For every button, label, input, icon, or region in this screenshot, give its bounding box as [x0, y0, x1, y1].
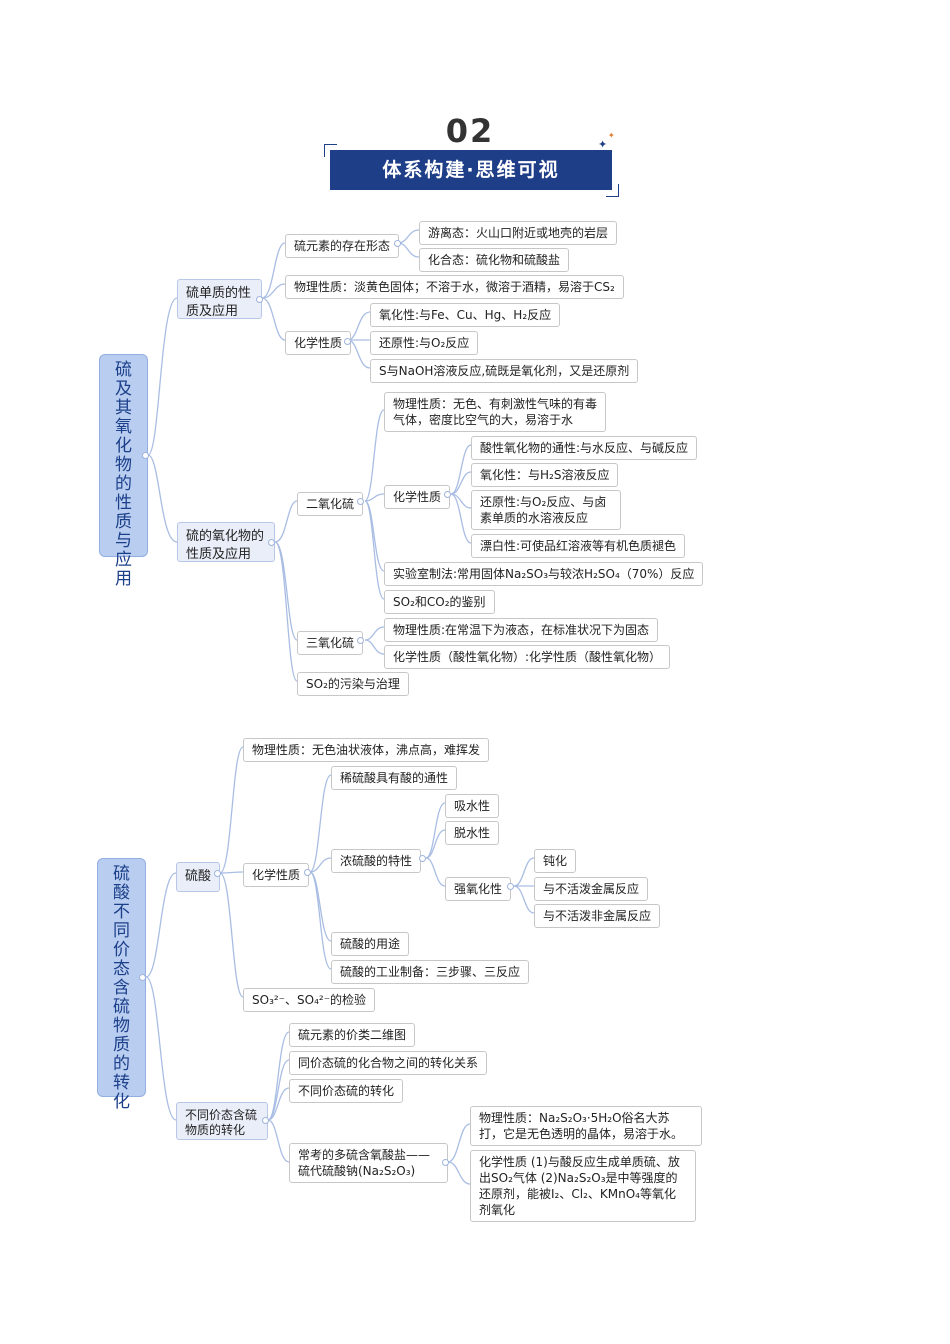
node-strong-oxid[interactable]: 强氧化性	[445, 877, 512, 901]
node-thio-chemical[interactable]: 化学性质 (1)与酸反应生成单质硫、放出SO₂气体 (2)Na₂S₂O₃是中等强…	[470, 1150, 696, 1222]
node-free-state[interactable]: 游离态：火山口附近或地壳的岩层	[419, 221, 618, 245]
collapse-dot[interactable]	[344, 338, 351, 345]
collapse-dot[interactable]	[394, 240, 401, 247]
collapse-dot[interactable]	[304, 869, 311, 876]
node-acidic-oxide[interactable]: 酸性氧化物的通性:与水反应、与碱反应	[471, 436, 698, 460]
branch-label: 硫的氧化物的性质及应用	[186, 529, 265, 562]
node-so2-reducing[interactable]: 还原性:与O₂反应、与卤素单质的水溶液反应	[471, 490, 621, 530]
node-valence-diagram[interactable]: 硫元素的价类二维图	[289, 1023, 416, 1047]
section-title: 体系构建·思维可视	[330, 150, 612, 190]
collapse-dot[interactable]	[444, 491, 451, 498]
node-bleaching[interactable]: 漂白性:可使品红溶液等有机色质褪色	[471, 534, 686, 558]
node-so2-physical[interactable]: 物理性质：无色、有刺激性气味的有毒气体，密度比空气的大，易溶于水	[384, 392, 606, 432]
sparkle-icon: ✦	[598, 138, 608, 151]
node-so3-physical[interactable]: 物理性质:在常温下为液态，在标准状况下为固态	[384, 618, 659, 642]
node-metal-reaction[interactable]: 与不活泼金属反应	[534, 877, 649, 901]
node-conc-acid[interactable]: 浓硫酸的特性	[331, 849, 422, 873]
node-acid-industry[interactable]: 硫酸的工业制备：三步骤、三反应	[331, 960, 530, 984]
sparkle-icon-small: ✦	[608, 131, 615, 140]
node-so2-pollution[interactable]: SO₂的污染与治理	[297, 672, 409, 696]
node-lab-prep[interactable]: 实验室制法:常用固体Na₂SO₃与较浓H₂SO₄（70%）反应	[384, 562, 704, 586]
node-combined-state[interactable]: 化合态：硫化物和硫酸盐	[419, 248, 570, 272]
node-so2-chemical[interactable]: 化学性质	[384, 485, 451, 509]
collapse-dot[interactable]	[419, 855, 426, 862]
branch-label: 不同价态含硫物质的转化	[185, 1108, 258, 1137]
node-dilute-acid[interactable]: 稀硫酸具有酸的通性	[331, 766, 458, 790]
node-thio-physical-text: 物理性质：Na₂S₂O₃·5H₂O俗名大苏打，它是无色透明的晶体，易溶于水。	[479, 1111, 684, 1141]
collapse-dot[interactable]	[262, 1117, 269, 1124]
node-reducing[interactable]: 还原性:与O₂反应	[370, 331, 479, 355]
collapse-dot[interactable]	[268, 539, 275, 546]
node-so3-chemical[interactable]: 化学性质（酸性氧化物）:化学性质（酸性氧化物）	[384, 645, 671, 669]
section-number: 02	[445, 112, 495, 150]
collapse-dot[interactable]	[507, 883, 514, 890]
collapse-dot[interactable]	[357, 498, 364, 505]
node-naoh-reaction[interactable]: S与NaOH溶液反应,硫既是氧化剂，又是还原剂	[370, 359, 639, 383]
collapse-dot[interactable]	[357, 637, 364, 644]
node-oxidizing[interactable]: 氧化性:与Fe、Cu、Hg、H₂反应	[370, 303, 561, 327]
node-thiosulfate-text: 常考的多硫含氧酸盐——硫代硫酸钠(Na₂S₂O₃)	[298, 1148, 431, 1178]
map2-root[interactable]: 硫酸 不同价态含硫物质的转化	[97, 858, 146, 1112]
branch-sulfur-element[interactable]: 硫单质的性质及应用	[177, 279, 262, 319]
map2-root-label: 硫酸 不同价态含硫物质的转化	[113, 864, 130, 1112]
node-acid-physical[interactable]: 物理性质：无色油状液体，沸点高，难挥发	[243, 738, 490, 762]
branch-sulfur-oxides[interactable]: 硫的氧化物的性质及应用	[177, 522, 275, 562]
node-so2-co2-identify[interactable]: SO₂和CO₂的鉴别	[384, 590, 495, 614]
node-so2-reducing-text: 还原性:与O₂反应、与卤素单质的水溶液反应	[480, 495, 607, 525]
collapse-dot[interactable]	[142, 452, 149, 459]
node-acid-chemical[interactable]: 化学性质	[243, 863, 310, 887]
node-dehydrate[interactable]: 脱水性	[445, 821, 500, 845]
collapse-dot[interactable]	[256, 296, 263, 303]
node-thio-physical[interactable]: 物理性质：Na₂S₂O₃·5H₂O俗名大苏打，它是无色透明的晶体，易溶于水。	[470, 1106, 702, 1146]
map1-root[interactable]: 硫及其氧化物的性质与应用	[99, 354, 148, 589]
node-so2[interactable]: 二氧化硫	[297, 492, 364, 516]
collapse-dot[interactable]	[214, 870, 221, 877]
collapse-dot[interactable]	[139, 974, 146, 981]
node-diff-valence[interactable]: 不同价态硫的转化	[289, 1079, 404, 1103]
node-thio-chemical-text: 化学性质 (1)与酸反应生成单质硫、放出SO₂气体 (2)Na₂S₂O₃是中等强…	[479, 1155, 680, 1217]
node-acid-use[interactable]: 硫酸的用途	[331, 932, 410, 956]
node-exist-form[interactable]: 硫元素的存在形态	[285, 234, 400, 258]
node-nonmetal-reaction[interactable]: 与不活泼非金属反应	[534, 904, 661, 928]
map1-root-label: 硫及其氧化物的性质与应用	[115, 360, 132, 589]
node-ion-test[interactable]: SO₃²⁻、SO₄²⁻的检验	[243, 988, 376, 1012]
node-physical-sulfur[interactable]: 物理性质：淡黄色固体；不溶于水，微溶于酒精，易溶于CS₂	[285, 275, 624, 299]
node-so3[interactable]: 三氧化硫	[297, 631, 364, 655]
node-so2-oxidizing[interactable]: 氧化性：与H₂S溶液反应	[471, 463, 619, 487]
node-so2-physical-text: 物理性质：无色、有刺激性气味的有毒气体，密度比空气的大，易溶于水	[393, 397, 598, 427]
branch-conversion[interactable]: 不同价态含硫物质的转化	[176, 1102, 268, 1140]
collapse-dot[interactable]	[442, 1159, 449, 1166]
branch-sulfuric-acid[interactable]: 硫酸	[176, 862, 221, 892]
node-passivation[interactable]: 钝化	[534, 849, 577, 873]
node-water-absorb[interactable]: 吸水性	[445, 794, 500, 818]
banner-frame-bottom	[606, 184, 619, 197]
node-chemical-sulfur[interactable]: 化学性质	[285, 331, 352, 355]
branch-label: 硫单质的性质及应用	[186, 286, 252, 319]
banner-frame-top	[324, 144, 337, 157]
node-same-valence[interactable]: 同价态硫的化合物之间的转化关系	[289, 1051, 488, 1075]
node-thiosulfate[interactable]: 常考的多硫含氧酸盐——硫代硫酸钠(Na₂S₂O₃)	[289, 1143, 448, 1183]
